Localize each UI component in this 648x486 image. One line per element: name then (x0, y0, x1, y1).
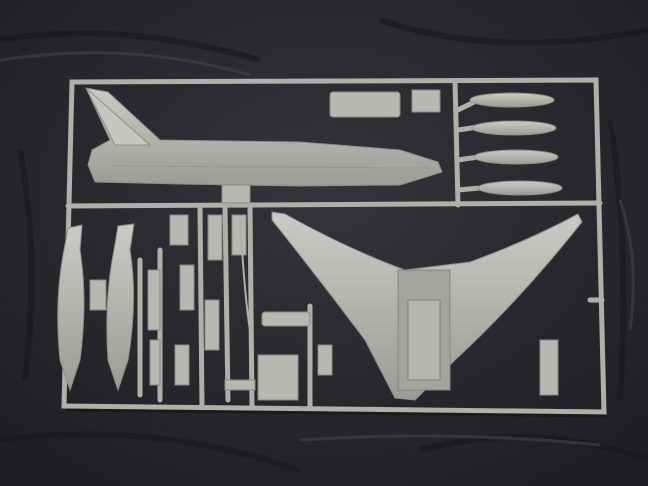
cloth-folds (0, 17, 648, 473)
small-parts (89, 89, 559, 401)
fuselage (85, 87, 443, 187)
bombs (57, 223, 135, 392)
sprue-shadow (65, 408, 607, 418)
wing (271, 211, 583, 401)
cloth-highlights (0, 51, 635, 447)
drop-tanks (469, 92, 563, 196)
